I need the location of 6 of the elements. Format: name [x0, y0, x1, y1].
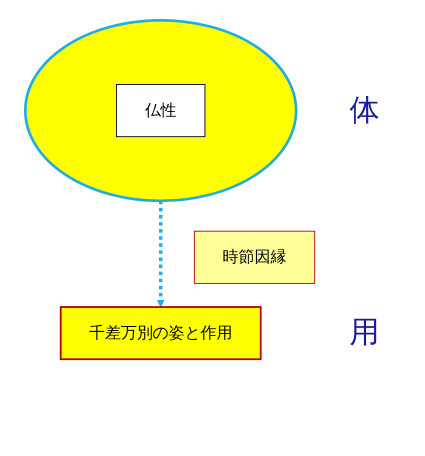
text-box: 仏性	[116, 84, 206, 138]
side-heading: 体	[350, 96, 380, 126]
dotted-arrow	[156, 200, 165, 308]
process-box: 千差万別の姿と作用	[60, 306, 262, 360]
side-heading: 用	[350, 318, 380, 348]
note-box: 時節因縁	[194, 230, 316, 284]
